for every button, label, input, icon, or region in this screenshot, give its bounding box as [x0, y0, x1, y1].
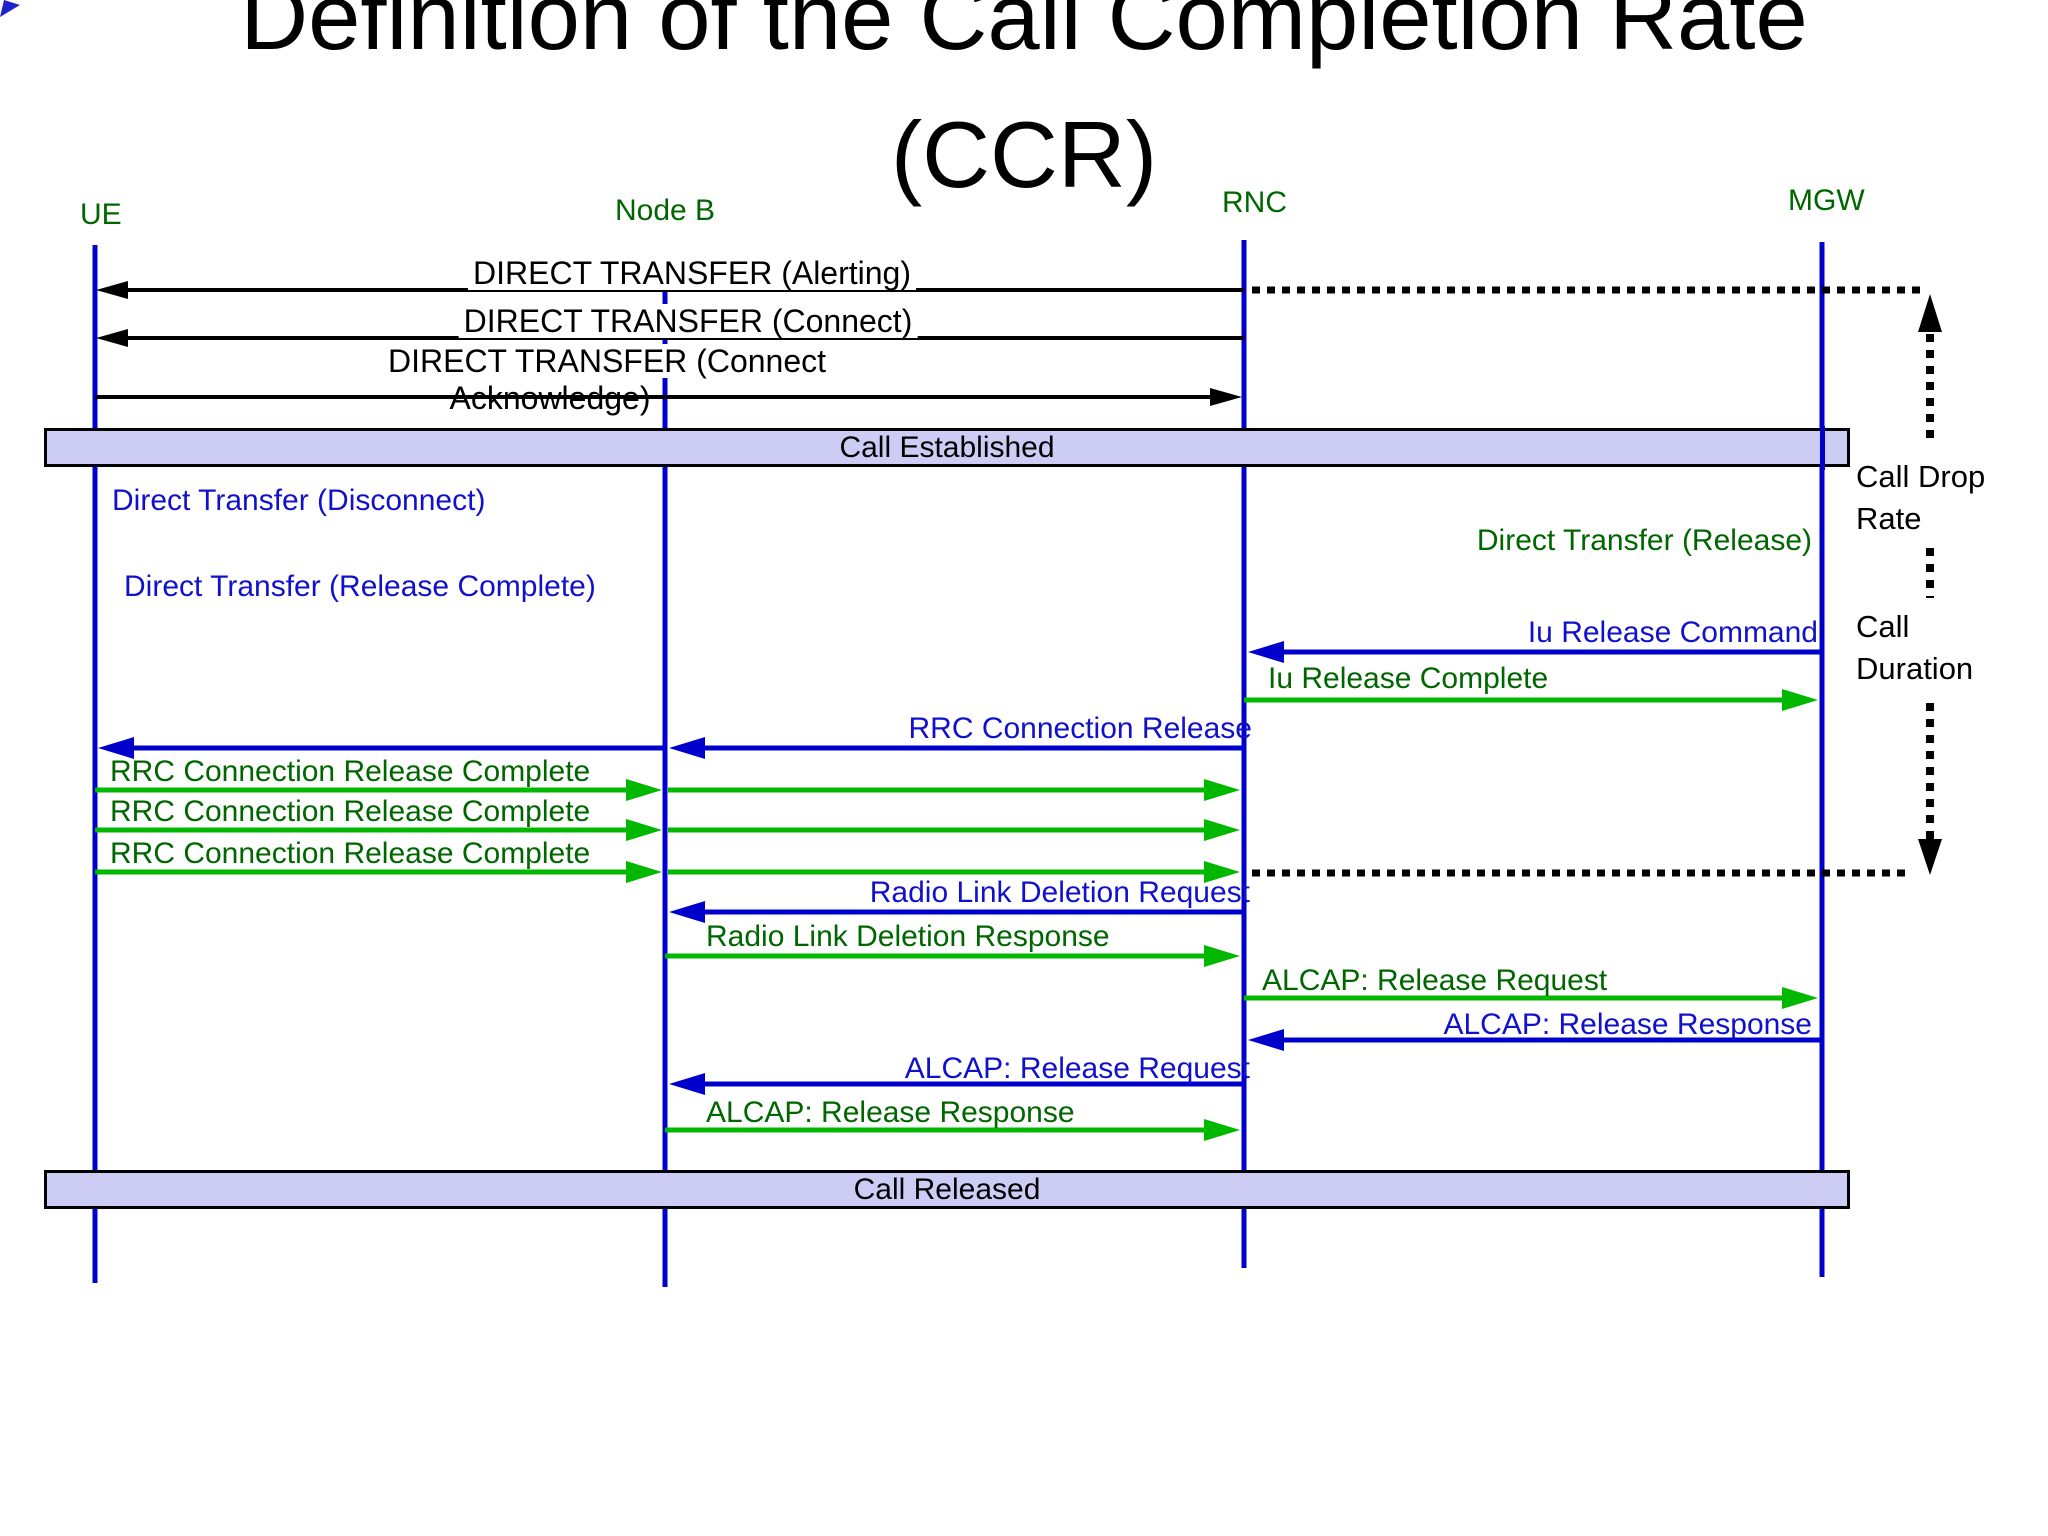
arrow-rrc-connection-release-nodeb-ue: [98, 737, 665, 759]
label-direct-transfer-connect: DIRECT TRANSFER (Connect): [458, 304, 918, 338]
lifeline-header-node-b: Node B: [615, 194, 716, 227]
label-iu-release-command: Iu Release Command: [1527, 616, 1818, 649]
label-rrc-connection-release-complete-2: RRC Connection Release Complete: [110, 795, 591, 828]
arrow-radio-link-deletion-request: [669, 901, 1244, 923]
arrow-rrc-release-complete-1-nodeb-rnc: [668, 779, 1240, 801]
banner-call-released-label: Call Released: [853, 1172, 1041, 1206]
corner-triangle-decoration: [0, 0, 20, 17]
label-rrc-connection-release-complete-3: RRC Connection Release Complete: [110, 837, 591, 870]
arrow-alcap-release-response-nodeb-rnc: [665, 1119, 1240, 1141]
label-rrc-connection-release-complete-1: RRC Connection Release Complete: [110, 755, 591, 788]
lifeline-header-rnc: RNC: [1222, 186, 1287, 219]
arrow-iu-release-command: [1248, 641, 1822, 663]
label-alcap-release-response-mgw: ALCAP: Release Response: [1443, 1008, 1812, 1041]
down-arrowhead: [1918, 839, 1942, 875]
label-alcap-release-request-mgw: ALCAP: Release Request: [1262, 964, 1608, 997]
banner-call-released: Call Released: [44, 1170, 1850, 1209]
annotation-call-duration: Call Duration: [1856, 609, 1974, 686]
lifeline-mgw-over-banner-segment: [1820, 426, 1825, 470]
label-direct-transfer-connect-ack-line2: Acknowledge): [449, 380, 651, 416]
arrow-rrc-release-complete-2-nodeb-rnc: [668, 819, 1240, 841]
arrow-radio-link-deletion-response: [665, 945, 1240, 967]
label-rrc-connection-release: RRC Connection Release: [908, 712, 1252, 745]
label-direct-transfer-disconnect: Direct Transfer (Disconnect): [112, 484, 486, 517]
arrow-iu-release-complete: [1244, 689, 1818, 711]
label-radio-link-deletion-response: Radio Link Deletion Response: [706, 920, 1110, 953]
banner-call-established: Call Established: [44, 428, 1850, 467]
arrow-rrc-release-complete-3-ue-nodeb: [95, 861, 662, 883]
arrow-alcap-release-request-rnc-mgw: [1244, 987, 1818, 1009]
slide-title: Definition of the Call Completion Rate (…: [0, 0, 2048, 224]
arrow-rrc-release-complete-3-nodeb-rnc: [668, 861, 1240, 883]
label-radio-link-deletion-request: Radio Link Deletion Request: [869, 876, 1250, 909]
up-arrowhead: [1918, 294, 1942, 332]
slide-title-line1: Definition of the Call Completion Rate: [240, 0, 1808, 69]
label-direct-transfer-alerting: DIRECT TRANSFER (Alerting): [468, 256, 916, 290]
lifeline-header-ue: UE: [80, 198, 122, 231]
slide-title-line2: (CCR): [890, 102, 1158, 207]
arrow-direct-transfer-connect-ack: [95, 388, 1242, 406]
arrow-rrc-connection-release-rnc-nodeb: [669, 737, 1244, 759]
arrow-alcap-release-request-rnc-nodeb: [669, 1073, 1244, 1095]
label-direct-transfer-release-complete: Direct Transfer (Release Complete): [124, 570, 596, 603]
label-iu-release-complete: Iu Release Complete: [1268, 662, 1549, 695]
banner-call-established-label: Call Established: [839, 430, 1055, 464]
annotation-call-drop-rate: Call Drop Rate: [1856, 459, 1986, 536]
label-alcap-release-request-nodeb: ALCAP: Release Request: [904, 1052, 1250, 1085]
lifeline-header-mgw: MGW: [1788, 184, 1865, 217]
arrow-rrc-release-complete-2-ue-nodeb: [95, 819, 662, 841]
label-alcap-release-response-nodeb: ALCAP: Release Response: [706, 1096, 1075, 1129]
arrow-direct-transfer-alerting: [96, 281, 1244, 299]
label-direct-transfer-release: Direct Transfer (Release): [1476, 524, 1812, 557]
dotted-call-drop-bracket: [1252, 286, 1942, 877]
label-direct-transfer-connect-ack-line1: DIRECT TRANSFER (Connect: [382, 344, 832, 378]
arrow-rrc-release-complete-1-ue-nodeb: [95, 779, 662, 801]
arrow-direct-transfer-connect: [96, 329, 1244, 347]
arrow-alcap-release-response-mgw-rnc: [1248, 1029, 1822, 1051]
